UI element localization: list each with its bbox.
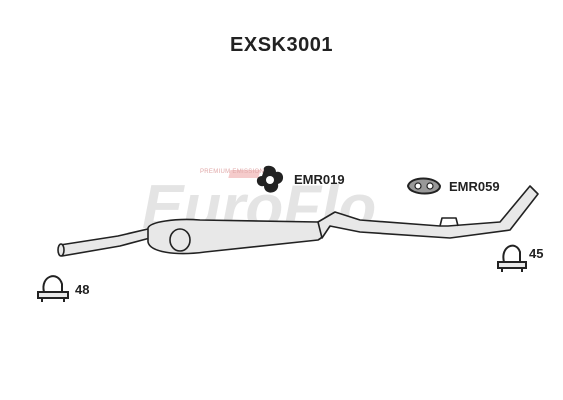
clamp-left-size: 48	[75, 282, 90, 297]
part-number-title: EXSK3001	[230, 34, 333, 56]
clamp-right-size: 45	[529, 246, 544, 261]
emr059-label: EMR059	[449, 179, 500, 194]
pipe-hanger	[439, 217, 459, 227]
emr019-label: EMR019	[294, 172, 345, 187]
watermark-tagline: PREMIUM EMISSIONS	[200, 169, 269, 175]
front-pipe	[317, 185, 539, 239]
